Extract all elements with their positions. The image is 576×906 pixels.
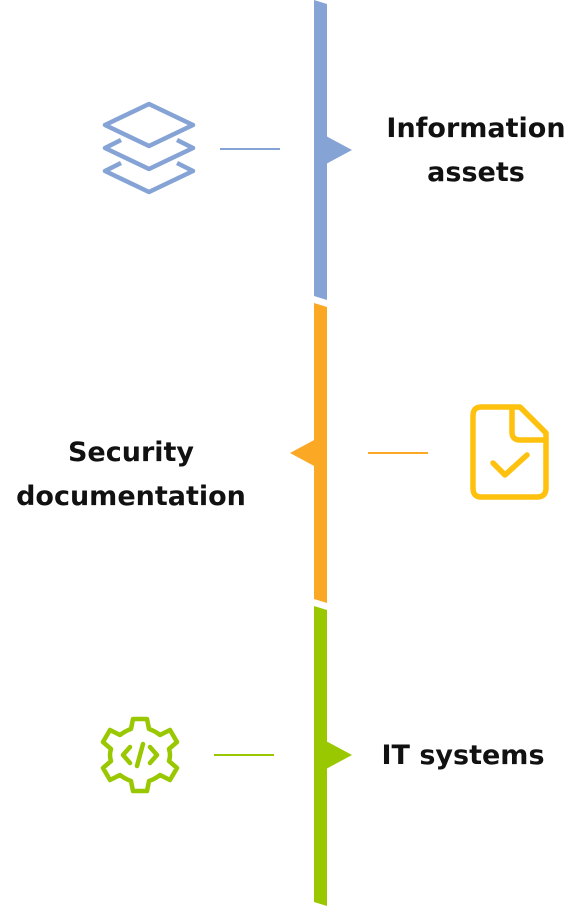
timeline-segment-information-assets [313,0,327,300]
step-label-line-1: IT systems [381,740,545,771]
step-label-line-1: Information [386,113,566,144]
step-label-line-2: assets [427,157,525,188]
step-label-information-assets: Information assets [376,107,576,195]
step-label-line-2: documentation [16,481,246,512]
document-check-icon [468,402,552,502]
pointer-right-it-systems [326,741,352,769]
connector-it-systems [214,754,274,756]
pointer-right-information-assets [326,136,352,164]
step-label-it-systems: IT systems [372,734,554,778]
step-label-line-1: Security [67,437,195,468]
pointer-left-security-documentation [290,439,316,467]
connector-security-documentation [368,452,428,454]
connector-information-assets [220,148,280,150]
code-gear-icon [93,707,187,803]
step-label-security-documentation: Security documentation [2,431,260,519]
timeline-segment-it-systems [313,606,327,906]
timeline-segment-security-documentation [313,303,327,603]
layers-icon [100,100,198,198]
